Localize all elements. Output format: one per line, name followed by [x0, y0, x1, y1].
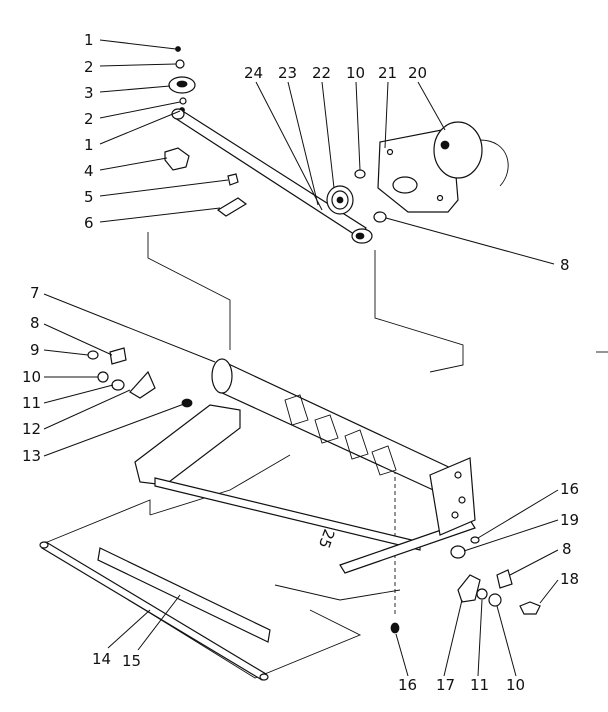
lower-parts	[39, 499, 362, 681]
part-7-roller-housing	[219, 359, 456, 501]
callout-10-top: 10	[346, 64, 365, 82]
callout-23: 23	[278, 64, 297, 82]
part-8-right	[496, 569, 513, 589]
left-small-parts	[87, 347, 193, 408]
part-20-motor	[433, 121, 483, 179]
right-small-parts	[390, 536, 541, 634]
part-10-right	[488, 593, 502, 607]
part-2-top	[175, 59, 185, 69]
part-19	[450, 545, 466, 559]
right-side-plate	[429, 457, 476, 536]
callout-2-lower: 2	[84, 110, 94, 128]
part-16-bottom	[390, 622, 400, 634]
left-side-plate	[134, 404, 241, 486]
part-8-left	[109, 347, 127, 365]
callout-25: 25	[315, 527, 338, 551]
callout-20: 20	[408, 64, 427, 82]
callout-16-right: 16	[560, 480, 579, 498]
callout-9: 9	[30, 341, 40, 359]
upper-small-parts	[164, 46, 248, 217]
callout-19: 19	[560, 511, 579, 529]
part-15-guide	[97, 547, 271, 643]
callout-6: 6	[84, 214, 94, 232]
callout-10-right: 10	[506, 676, 525, 694]
callout-17: 17	[436, 676, 455, 694]
part-16-right	[470, 536, 480, 544]
callout-8-left: 8	[30, 314, 40, 332]
part-6-clip	[216, 197, 248, 217]
part-13	[181, 398, 193, 408]
part-11-right	[476, 588, 488, 600]
callout-8-right: 8	[562, 540, 572, 558]
shaft-24	[171, 108, 373, 244]
callout-13: 13	[22, 447, 41, 465]
callout-1-lower: 1	[84, 136, 94, 154]
gear-22	[326, 185, 354, 215]
part-2-lower	[179, 97, 187, 105]
callout-2-top: 2	[84, 58, 94, 76]
alignment-lines	[147, 232, 464, 615]
motor-assembly	[354, 121, 509, 223]
part-11-left	[111, 379, 125, 391]
callout-4: 4	[84, 162, 94, 180]
callout-labels: 1 2 3 2 1 4 5 6 24 23 22 10 21 20 8 7 8 …	[22, 31, 579, 694]
callout-22: 22	[312, 64, 331, 82]
part-4-bracket	[164, 147, 190, 171]
part-25-rail	[154, 477, 421, 551]
part-17-plate	[457, 574, 481, 603]
callout-21: 21	[378, 64, 397, 82]
part-8-screw-top	[373, 211, 387, 223]
part-10-left	[97, 371, 109, 383]
callout-24: 24	[244, 64, 263, 82]
callout-16-bottom: 16	[398, 676, 417, 694]
callout-15: 15	[122, 652, 141, 670]
callout-8-top: 8	[560, 256, 570, 274]
part-18	[519, 601, 541, 615]
callout-11-right: 11	[470, 676, 489, 694]
leader-lines	[43, 39, 559, 677]
callout-12: 12	[22, 420, 41, 438]
callout-7: 7	[30, 284, 40, 302]
part-9	[87, 350, 99, 360]
callout-14: 14	[92, 650, 111, 668]
part-5-screw	[227, 173, 239, 186]
part-12-plate	[129, 370, 156, 399]
part-1-top	[175, 46, 181, 52]
callout-1-top: 1	[84, 31, 94, 49]
part-10-screw-top	[354, 169, 366, 179]
callout-5: 5	[84, 188, 94, 206]
callout-18: 18	[560, 570, 579, 588]
callout-11-left: 11	[22, 394, 41, 412]
main-frame	[134, 358, 476, 574]
part-14-rod	[41, 541, 267, 681]
callout-10-left: 10	[22, 368, 41, 386]
callout-3: 3	[84, 84, 94, 102]
